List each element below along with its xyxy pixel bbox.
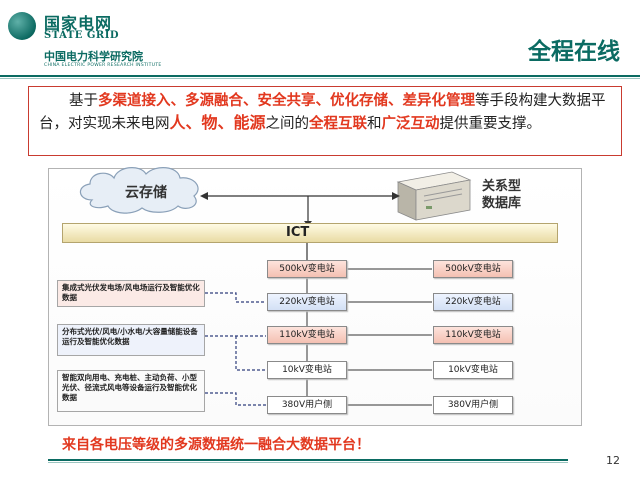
source-centralized-renewables: 集成式光伏发电场/风电场运行及智能优化数据 <box>57 280 205 307</box>
ict-label: ICT <box>286 225 310 240</box>
right-station-220kv: 220kV变电站 <box>433 293 513 311</box>
organization-english-name: CHINA ELECTRIC POWER RESEARCH INSTITUTE <box>44 63 162 68</box>
left-station-110kv: 110kV变电站 <box>267 326 347 344</box>
intro-highlight-entities: 人、物、能源 <box>169 113 266 132</box>
left-station-380v: 380V用户侧 <box>267 396 347 414</box>
intro-paragraph: 基于多渠道接入、多源融合、安全共享、优化存储、差异化管理等手段构建大数据平台，对… <box>28 86 622 156</box>
intro-text-4: 和 <box>367 116 382 132</box>
intro-text-2: 等手段构建大数据平台，对实现未来电网 <box>39 93 606 132</box>
right-station-500kv: 500kV变电站 <box>433 260 513 278</box>
intro-highlight-interconnect: 全程互联 <box>309 116 368 132</box>
intro-highlight-interaction: 广泛互动 <box>381 116 440 132</box>
db-label-line1: 关系型 <box>482 179 522 194</box>
logo-name: 国家电网 <box>44 14 113 33</box>
relational-db-label: 关系型数据库 <box>482 178 521 212</box>
footer-divider-thin <box>48 462 568 463</box>
ict-bar <box>62 223 558 243</box>
logo-english-name: STATE GRID <box>44 30 120 41</box>
source-smart-consumption: 智能双向用电、充电桩、主动负荷、小型光伏、径流式风电等设备运行及智能优化数据 <box>57 370 205 412</box>
right-station-380v: 380V用户侧 <box>433 396 513 414</box>
intro-text-5: 提供重要支撑。 <box>439 116 542 132</box>
cloud-icon <box>79 167 199 214</box>
intro-text-3: 之间的 <box>265 116 310 132</box>
footer-divider <box>48 459 568 461</box>
left-station-10kv: 10kV变电站 <box>267 361 347 379</box>
db-label-line2: 数据库 <box>482 196 522 211</box>
left-station-500kv: 500kV变电站 <box>267 260 347 278</box>
page-number: 12 <box>606 454 620 467</box>
right-station-10kv: 10kV变电站 <box>433 361 513 379</box>
source-dashed-links <box>205 292 266 406</box>
source-distributed-generation: 分布式光伏/风电/小水电/大容量储能设备运行及智能优化数据 <box>57 324 205 356</box>
organization-name: 中国电力科学研究院 <box>44 50 143 63</box>
intro-highlight-methods: 多渠道接入、多源融合、安全共享、优化存储、差异化管理 <box>98 93 475 109</box>
left-station-220kv: 220kV变电站 <box>267 293 347 311</box>
database-server-icon <box>396 171 472 221</box>
slide-title: 全程在线 <box>528 39 620 65</box>
header-divider-thin <box>0 78 640 79</box>
header-divider <box>0 75 640 77</box>
state-grid-logo-icon <box>8 12 36 40</box>
cloud-storage-label: 云存储 <box>125 185 167 201</box>
conclusion-text: 来自各电压等级的多源数据统一融合大数据平台！ <box>62 437 370 453</box>
right-station-110kv: 110kV变电站 <box>433 326 513 344</box>
intro-text-1: 基于 <box>69 93 98 109</box>
